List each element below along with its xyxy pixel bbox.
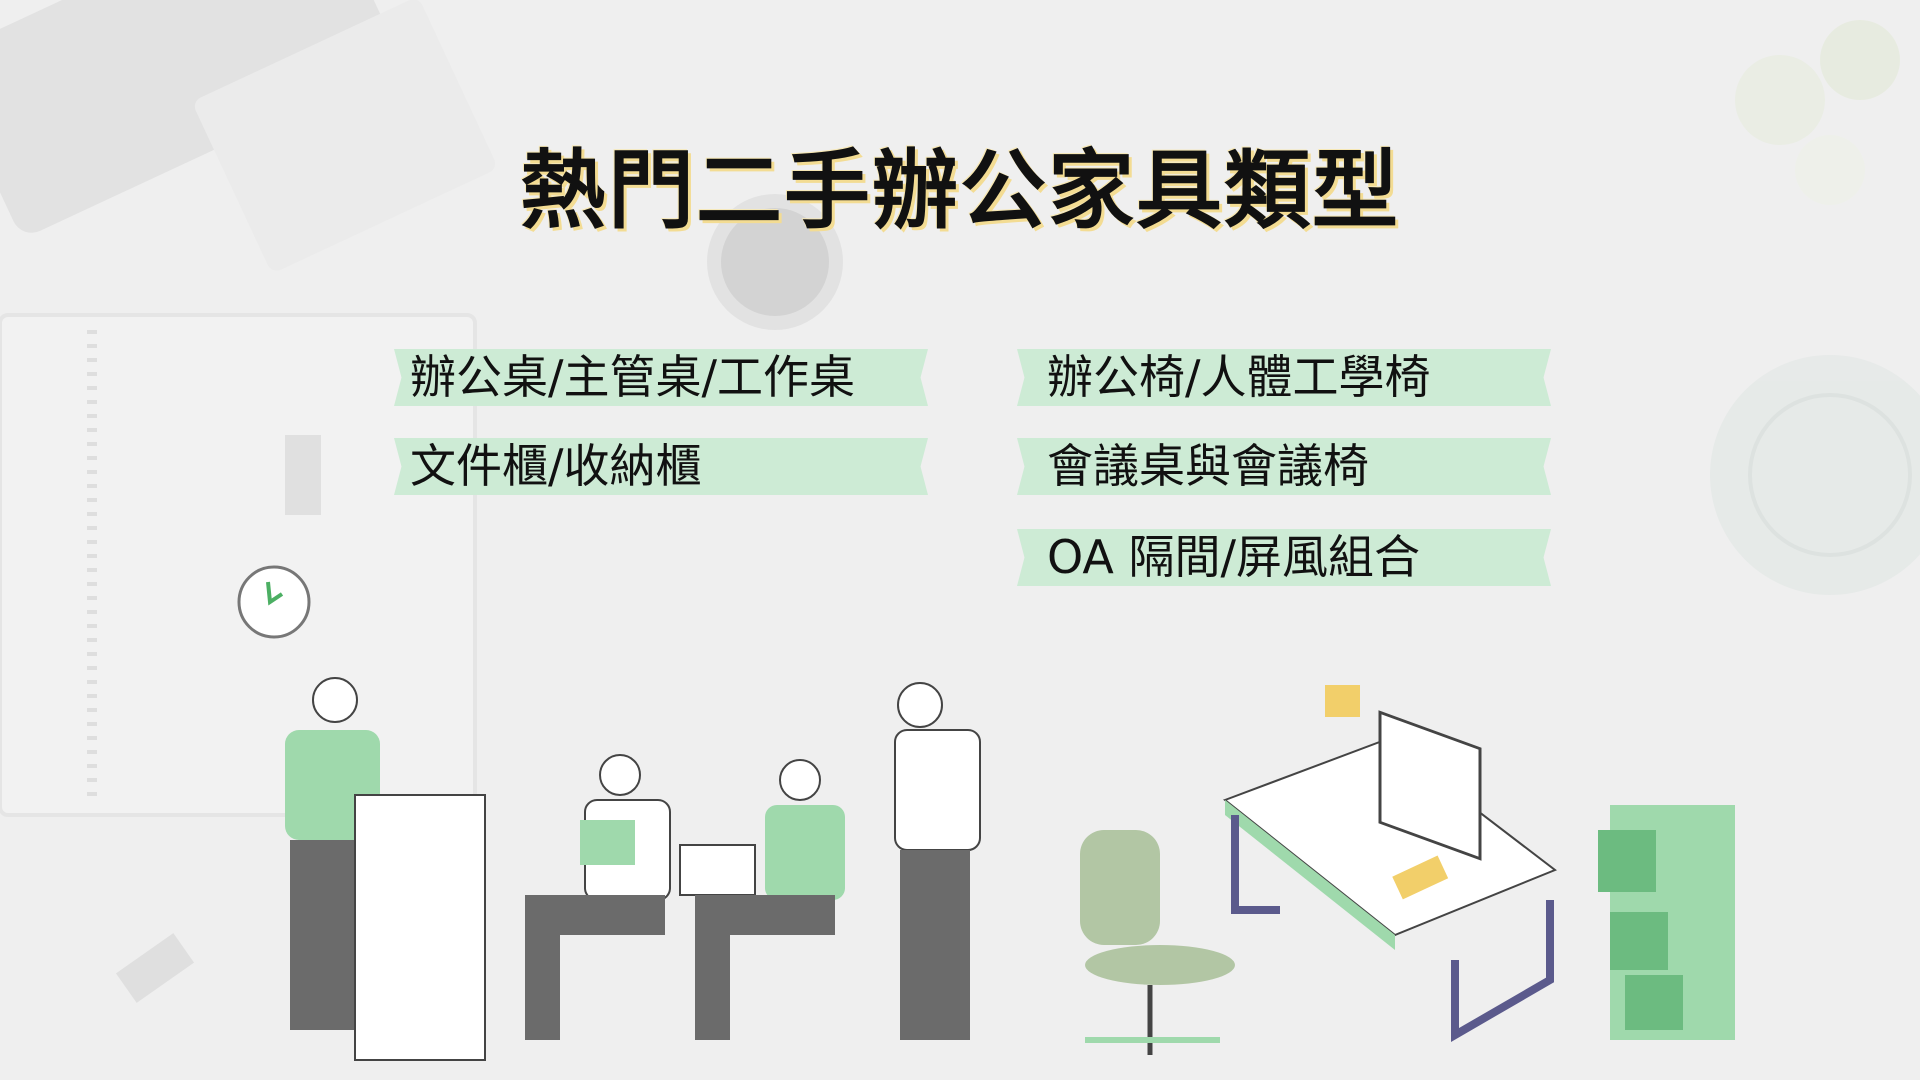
binder-clip-decoration bbox=[116, 435, 321, 1003]
flowers-decoration bbox=[1735, 20, 1900, 205]
teapot-decoration bbox=[1710, 355, 1920, 595]
seated-reader-figure bbox=[525, 754, 671, 1040]
notebook-decoration bbox=[0, 313, 477, 817]
category-file-cabinets: 文件櫃/收納櫃 bbox=[394, 438, 928, 495]
coffee-cup-decoration bbox=[707, 194, 843, 330]
filing-cabinet-illustration bbox=[1598, 805, 1735, 1040]
office-desk-illustration bbox=[1222, 685, 1557, 1042]
category-oa-partitions: OA 隔間/屏風組合 bbox=[1017, 529, 1551, 586]
office-chair-illustration bbox=[1080, 830, 1235, 1055]
laptop-keyboard-decoration bbox=[0, 0, 496, 271]
clock-icon bbox=[237, 565, 311, 639]
category-office-desks: 辦公桌/主管桌/工作桌 bbox=[394, 349, 928, 406]
standing-interviewer-figure bbox=[894, 682, 981, 1040]
seated-laptop-figure bbox=[679, 759, 845, 1040]
category-office-chairs: 辦公椅/人體工學椅 bbox=[1017, 349, 1551, 406]
page-title: 熱門二手辦公家具類型 bbox=[520, 141, 1400, 241]
presenter-figure bbox=[285, 677, 486, 1061]
category-conference-furniture: 會議桌與會議椅 bbox=[1017, 438, 1551, 495]
